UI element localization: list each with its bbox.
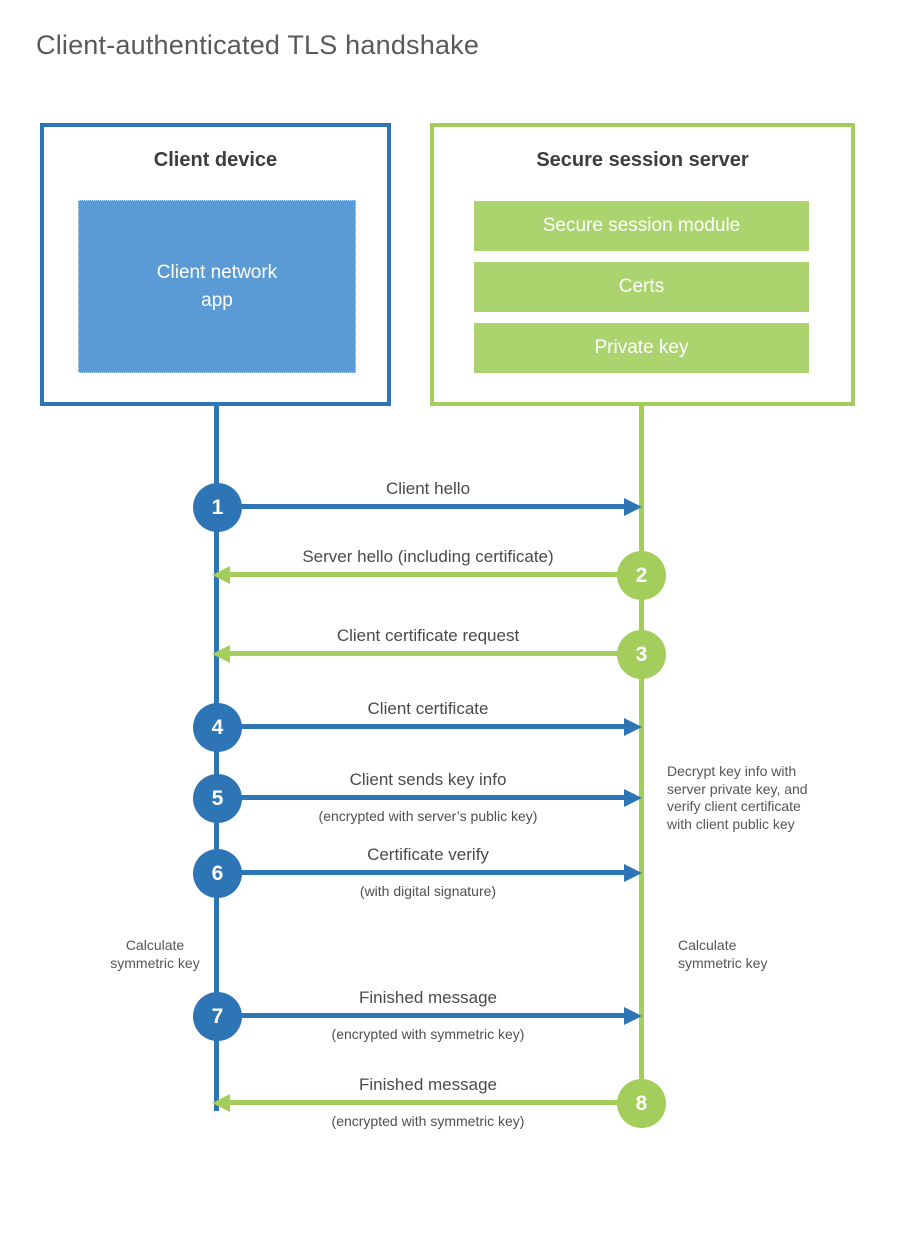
message-sub-finished-server: (encrypted with symmetric key) bbox=[331, 1113, 525, 1129]
arrowhead-left-icon bbox=[212, 566, 230, 584]
note-line: Calculate bbox=[678, 937, 737, 953]
arrowhead-right-icon bbox=[624, 498, 642, 516]
arrowhead-right-icon bbox=[624, 789, 642, 807]
server-module-certs: Certs bbox=[474, 262, 809, 312]
message-label-server-hello: Server hello (including certificate) bbox=[302, 547, 554, 566]
note-line: symmetric key bbox=[678, 954, 768, 971]
message-label-client-cert-request: Client certificate request bbox=[336, 626, 520, 645]
arrow-client-key-info bbox=[217, 795, 624, 800]
server-module-secure-session: Secure session module bbox=[474, 201, 809, 251]
arrow-client-certificate bbox=[217, 724, 624, 729]
message-label-certificate-verify: Certificate verify bbox=[367, 845, 489, 864]
calculate-symmetric-key-note-client: Calculate symmetric key bbox=[85, 937, 225, 972]
message-label-client-key-info: Client sends key info bbox=[349, 770, 507, 789]
secure-session-server-heading: Secure session server bbox=[536, 149, 749, 171]
arrow-client-hello bbox=[217, 504, 624, 509]
step-8-badge: 8 bbox=[617, 1079, 666, 1128]
message-label-finished-client: Finished message bbox=[359, 988, 497, 1007]
message-label-finished-server: Finished message bbox=[359, 1075, 497, 1094]
arrow-server-hello bbox=[230, 572, 641, 577]
message-label-client-certificate: Client certificate bbox=[367, 699, 489, 718]
step-2-badge: 2 bbox=[617, 551, 666, 600]
client-network-app-box: Client network app bbox=[78, 200, 356, 373]
arrowhead-right-icon bbox=[624, 718, 642, 736]
client-lifeline bbox=[214, 404, 219, 1111]
server-module-private-key: Private key bbox=[474, 323, 809, 373]
arrowhead-left-icon bbox=[212, 645, 230, 663]
arrow-client-cert-request bbox=[230, 651, 641, 656]
client-device-heading: Client device bbox=[153, 149, 278, 171]
note-line: server private key, and bbox=[667, 780, 808, 797]
secure-session-server-box: Secure session server Secure session mod… bbox=[430, 123, 855, 406]
step-5-badge: 5 bbox=[193, 774, 242, 823]
step-1-badge: 1 bbox=[193, 483, 242, 532]
arrow-certificate-verify bbox=[217, 870, 624, 875]
arrow-finished-client bbox=[217, 1013, 624, 1018]
note-line: symmetric key bbox=[110, 954, 200, 971]
arrow-finished-server bbox=[230, 1100, 641, 1105]
arrowhead-left-icon bbox=[212, 1094, 230, 1112]
note-line: Decrypt key info with bbox=[667, 763, 797, 779]
page-title: Client-authenticated TLS handshake bbox=[36, 30, 480, 60]
note-line: Calculate bbox=[125, 937, 185, 953]
step-4-badge: 4 bbox=[193, 703, 242, 752]
calculate-symmetric-key-note-server: Calculate symmetric key bbox=[678, 937, 818, 972]
step-3-badge: 3 bbox=[617, 630, 666, 679]
arrowhead-right-icon bbox=[624, 1007, 642, 1025]
message-sub-client-key-info: (encrypted with server’s public key) bbox=[318, 808, 538, 824]
decrypt-key-note: Decrypt key info with server private key… bbox=[667, 763, 847, 833]
note-line: verify client certificate bbox=[667, 798, 801, 814]
client-device-box: Client device Client network app bbox=[40, 123, 391, 406]
step-6-badge: 6 bbox=[193, 849, 242, 898]
server-lifeline bbox=[639, 404, 644, 1103]
message-label-client-hello: Client hello bbox=[385, 479, 471, 498]
message-sub-certificate-verify: (with digital signature) bbox=[359, 883, 497, 899]
arrowhead-right-icon bbox=[624, 864, 642, 882]
message-sub-finished-client: (encrypted with symmetric key) bbox=[331, 1026, 525, 1042]
client-network-app-label: Client network app bbox=[156, 261, 278, 311]
step-7-badge: 7 bbox=[193, 992, 242, 1041]
note-line: with client public key bbox=[667, 815, 795, 832]
